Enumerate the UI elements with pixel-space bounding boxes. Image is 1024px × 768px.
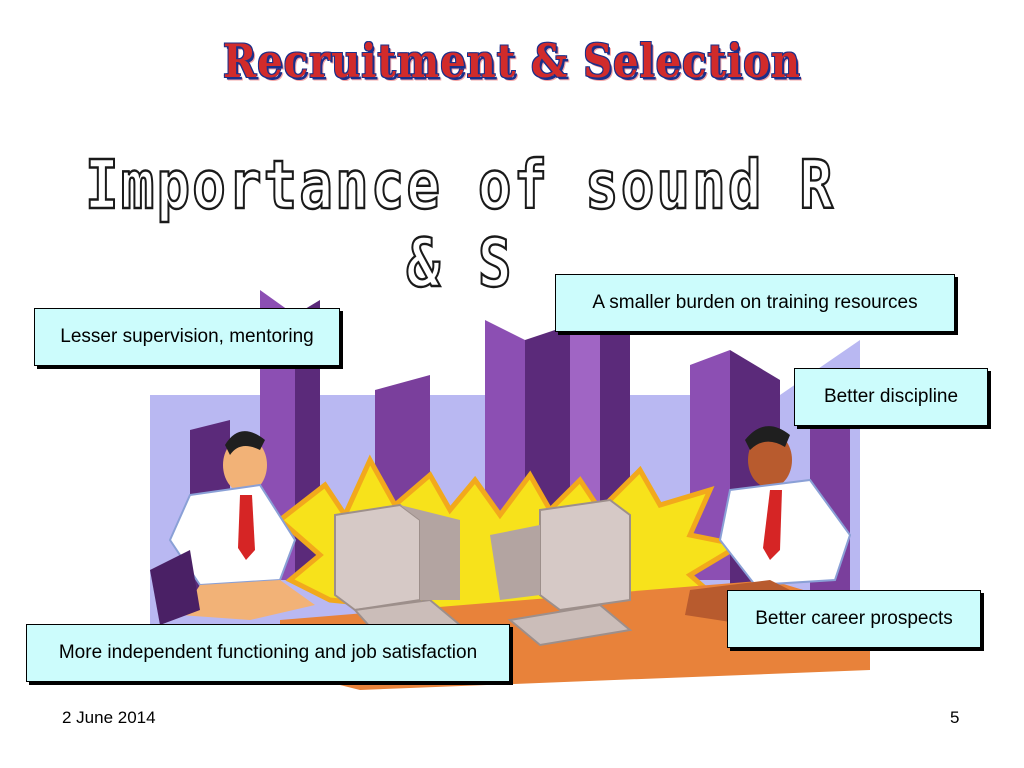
slide-subtitle: Importance of sound R & S [84,146,835,304]
callout-training-burden: A smaller burden on training resources [555,274,955,332]
callout-independent-functioning: More independent functioning and job sat… [26,624,510,682]
page-number: 5 [950,708,960,727]
callout-career-prospects: Better career prospects [727,590,981,648]
callout-lesser-supervision: Lesser supervision, mentoring [34,308,340,366]
footer-date: 2 June 2014 [62,708,156,727]
callout-better-discipline: Better discipline [794,368,988,426]
business-people-computers-clipart [150,290,870,690]
slide-title: Recruitment & Selection [223,34,801,89]
